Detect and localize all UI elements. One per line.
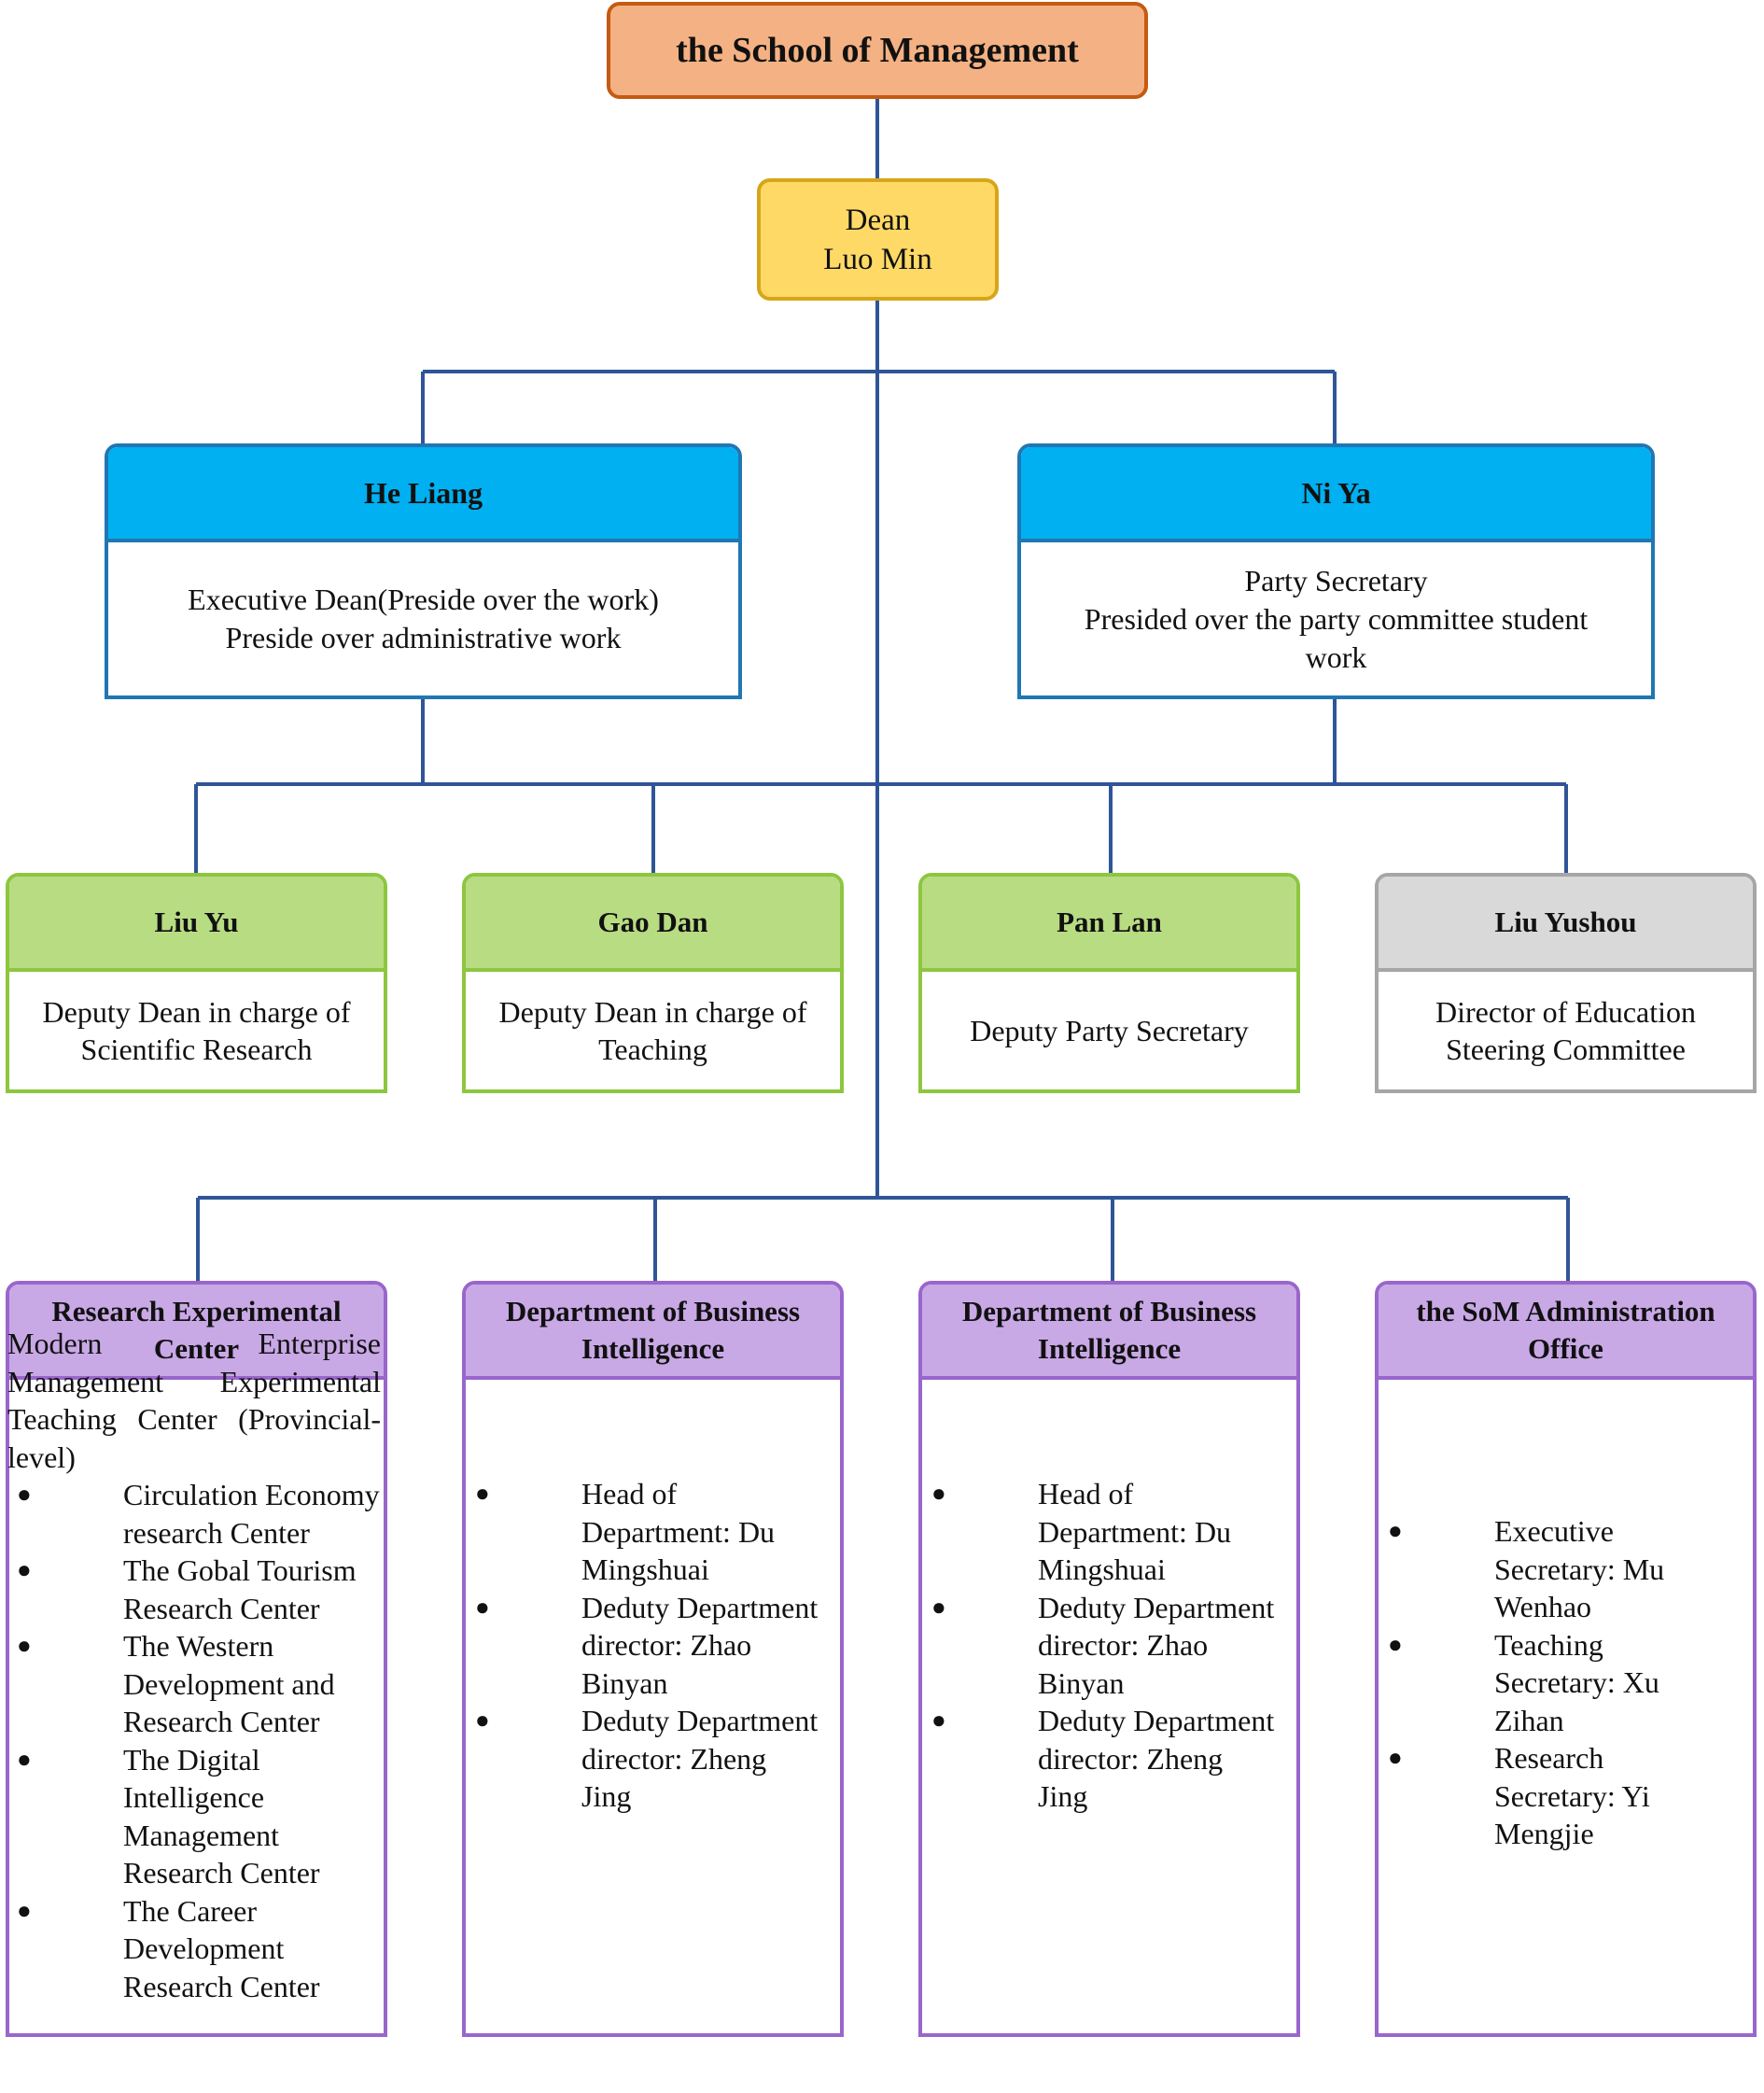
duty-line: Steering Committee <box>1446 1032 1686 1066</box>
duty-line: Director of Education <box>1435 995 1696 1029</box>
unit-title: the SoM Administration Office <box>1379 1285 1753 1380</box>
list-item: Deduty Department director: Zheng Jing <box>466 1702 820 1816</box>
deputy-duties: Deputy Dean in charge of Scientific Rese… <box>9 972 384 1089</box>
list-item: The Digital Intelligence Management Rese… <box>7 1741 381 1892</box>
list-item: The Western Development and Research Cen… <box>7 1627 381 1741</box>
executive-card-ni-ya: Ni Ya Party Secretary Presided over the … <box>1017 443 1655 699</box>
executive-duties: Party Secretary Presided over the party … <box>1021 542 1651 695</box>
deputy-name: Pan Lan <box>922 877 1296 972</box>
unit-title: Department of Business Intelligence <box>466 1285 840 1380</box>
unit-title: Department of Business Intelligence <box>922 1285 1296 1380</box>
duty-line: Deputy Party Secretary <box>970 1014 1249 1047</box>
list-item: Head of Department: Du Mingshuai <box>922 1475 1277 1589</box>
research-center-content: Modern Enterprise Management Experimenta… <box>7 1325 381 2005</box>
list-item: Research Secretary: Yi Mengjie <box>1379 1739 1715 1853</box>
duty-line: Presided over the party committee studen… <box>1084 601 1589 636</box>
deputy-card-gao-dan: Gao Dan Deputy Dean in charge of Teachin… <box>462 873 844 1093</box>
executive-card-he-liang: He Liang Executive Dean(Preside over the… <box>105 443 742 699</box>
executive-duties: Executive Dean(Preside over the work) Pr… <box>108 542 738 695</box>
deputy-duties: Deputy Party Secretary <box>922 972 1296 1089</box>
list-item: Teaching Secretary: Xu Zihan <box>1379 1626 1715 1740</box>
unit-card-administration-office: the SoM Administration Office Executive … <box>1375 1281 1757 2037</box>
unit-item-list: Circulation Economy research Center The … <box>7 1476 381 2005</box>
list-item: The Career Development Research Center <box>7 1892 381 2006</box>
executive-name: Ni Ya <box>1021 447 1651 542</box>
duty-line: work <box>1305 639 1367 674</box>
deputy-card-liu-yu: Liu Yu Deputy Dean in charge of Scientif… <box>6 873 387 1093</box>
duty-line: Party Secretary <box>1244 563 1428 597</box>
list-item: The Gobal Tourism Research Center <box>7 1552 381 1627</box>
executive-name: He Liang <box>108 447 738 542</box>
unit-intro: Modern Enterprise Management Experimenta… <box>7 1327 381 1474</box>
list-item: Head of Department: Du Mingshuai <box>466 1475 820 1589</box>
unit-title: Research Experimental Center <box>9 1285 384 1380</box>
duty-line: Preside over administrative work <box>225 621 622 654</box>
list-item: Deduty Department director: Zhao Binyan <box>466 1589 820 1703</box>
unit-item-list: Executive Secretary: Mu Wenhao Teaching … <box>1379 1512 1715 1853</box>
unit-body: Head of Department: Du Mingshuai Deduty … <box>466 1380 840 2033</box>
duty-line: Deputy Dean in charge of <box>42 995 351 1029</box>
unit-body: Executive Secretary: Mu Wenhao Teaching … <box>1379 1380 1753 2033</box>
director-name: Liu Yushou <box>1379 877 1753 972</box>
duty-line: Executive Dean(Preside over the work) <box>188 583 659 616</box>
duty-line: Deputy Dean in charge of <box>498 995 807 1029</box>
duty-line: Scientific Research <box>80 1032 313 1066</box>
deputy-duties: Deputy Dean in charge of Teaching <box>466 972 840 1089</box>
unit-item-list: Head of Department: Du Mingshuai Deduty … <box>922 1475 1277 1816</box>
root-title: the School of Management <box>676 31 1079 70</box>
deputy-card-pan-lan: Pan Lan Deputy Party Secretary <box>918 873 1300 1093</box>
list-item: Executive Secretary: Mu Wenhao <box>1379 1512 1715 1626</box>
dean-name: Luo Min <box>823 242 932 276</box>
list-item: Deduty Department director: Zhao Binyan <box>922 1589 1277 1703</box>
list-item: Circulation Economy research Center <box>7 1476 381 1552</box>
unit-item-list: Head of Department: Du Mingshuai Deduty … <box>466 1475 820 1816</box>
unit-card-business-intelligence-1: Department of Business Intelligence Head… <box>462 1281 844 2037</box>
director-card-liu-yushou: Liu Yushou Director of Education Steerin… <box>1375 873 1757 1093</box>
dean-role: Dean <box>845 203 911 237</box>
root-node: the School of Management <box>607 2 1148 99</box>
deputy-name: Gao Dan <box>466 877 840 972</box>
duty-line: Teaching <box>598 1032 707 1066</box>
unit-card-business-intelligence-2: Department of Business Intelligence Head… <box>918 1281 1300 2037</box>
dean-node: Dean Luo Min <box>757 178 999 301</box>
unit-body: Head of Department: Du Mingshuai Deduty … <box>922 1380 1296 2033</box>
director-duties: Director of Education Steering Committee <box>1379 972 1753 1089</box>
list-item: Deduty Department director: Zheng Jing <box>922 1702 1277 1816</box>
deputy-name: Liu Yu <box>9 877 384 972</box>
